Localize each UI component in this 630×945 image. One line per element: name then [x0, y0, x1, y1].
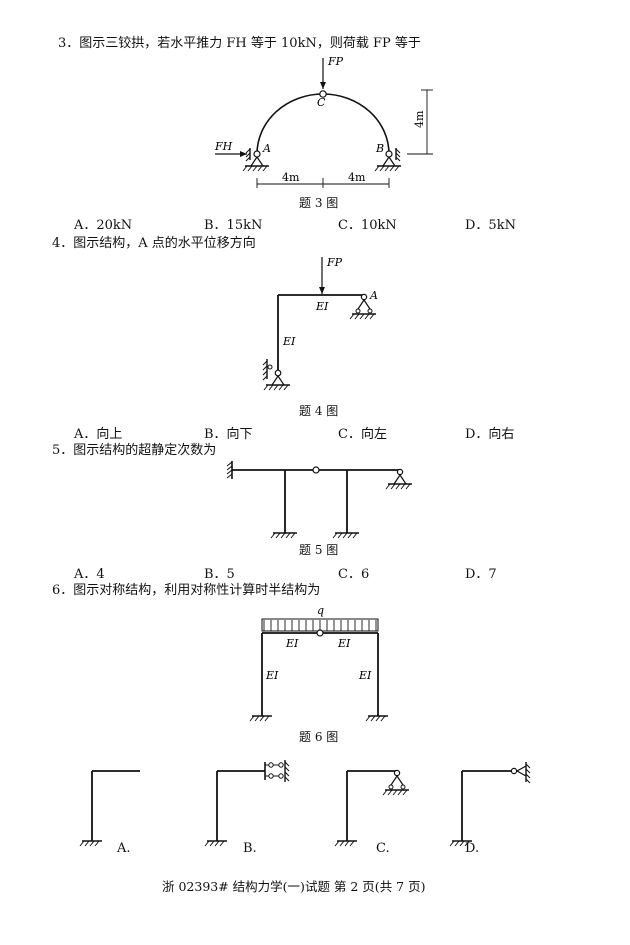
q5-option-a[interactable]: A．4	[74, 567, 105, 582]
q4-option-d[interactable]: D．向右	[465, 427, 515, 442]
q4-bottom-hinge	[274, 369, 282, 377]
q3-crown-label: C	[317, 96, 326, 109]
q6-stem: 6．图示对称结构，利用对称性计算时半结构为	[52, 583, 321, 598]
q4-point-a-label: A	[369, 289, 378, 302]
q6-load-label: q	[317, 604, 324, 617]
q3-span-left-label: 4m	[282, 171, 300, 184]
q6-option-a-figure	[79, 770, 140, 847]
page-footer: 浙 02393# 结构力学(一)试题 第 2 页(共 7 页)	[162, 879, 426, 894]
q4-stem: 4．图示结构，A 点的水平位移方向	[52, 236, 256, 251]
q5-stem: 5．图示结构的超静定次数为	[52, 443, 217, 458]
q4-support-a-hinge	[360, 293, 368, 301]
q3-support-a-hinge	[253, 150, 261, 158]
q3-rise-label: 4m	[413, 110, 426, 128]
q6-middle-hinge	[316, 629, 324, 637]
q3-caption: 题 3 图	[299, 196, 339, 210]
q6-option-d[interactable]: D.	[465, 841, 480, 856]
q4-option-a[interactable]: A．向上	[74, 427, 123, 442]
q5-frame-figure	[226, 461, 412, 539]
q5-caption: 题 5 图	[299, 543, 339, 557]
q6-option-c-figure	[334, 769, 409, 847]
q3-option-d[interactable]: D．5kN	[465, 218, 516, 233]
q6-option-d-figure	[449, 762, 531, 847]
q6-caption: 题 6 图	[299, 730, 339, 744]
q3-support-b-hinge	[385, 150, 393, 158]
q6-beam-left-label: EI	[285, 637, 299, 650]
q4-option-b[interactable]: B．向下	[204, 427, 253, 442]
q6-option-a[interactable]: A.	[117, 841, 131, 856]
q4-load-label: FP	[326, 256, 343, 269]
q3-stem: 3．图示三铰拱，若水平推力 FH 等于 10kN，则荷载 FP 等于	[58, 36, 421, 51]
q5-right-hinge	[396, 468, 404, 476]
q5-option-b[interactable]: B．5	[204, 567, 235, 582]
q4-option-c[interactable]: C．向左	[338, 427, 387, 442]
q6-option-b[interactable]: B.	[243, 841, 257, 856]
q4-column-label: EI	[282, 335, 296, 348]
q3-span-right-label: 4m	[348, 171, 366, 184]
q3-option-c[interactable]: C．10kN	[338, 218, 397, 233]
q6-beam-right-label: EI	[337, 637, 351, 650]
q3-option-b[interactable]: B．15kN	[204, 218, 263, 233]
q3-crown-hinge	[319, 90, 327, 98]
q3-load-label: FP	[327, 55, 344, 68]
q3-support-b-label: B	[375, 142, 384, 155]
q4-frame-figure: FP EI EI A	[262, 256, 378, 391]
q6-column-right-label: EI	[358, 669, 372, 682]
q4-beam-label: EI	[315, 300, 329, 313]
q6-symmetric-frame-figure: q EI EI EI EI	[249, 604, 388, 722]
q3-support-a-label: A	[262, 142, 271, 155]
q6-option-c[interactable]: C.	[376, 841, 390, 856]
q3-three-hinged-arch-figure: FP C A FH B 4m 4m 4m	[214, 55, 433, 188]
q5-option-d[interactable]: D．7	[465, 567, 497, 582]
q4-caption: 题 4 图	[299, 404, 339, 418]
q3-thrust-label: FH	[214, 140, 233, 153]
q6-column-left-label: EI	[265, 669, 279, 682]
q3-option-a[interactable]: A．20kN	[74, 218, 133, 233]
q5-middle-hinge	[312, 466, 320, 474]
q6-option-b-figure	[204, 760, 290, 847]
q5-option-c[interactable]: C．6	[338, 567, 370, 582]
